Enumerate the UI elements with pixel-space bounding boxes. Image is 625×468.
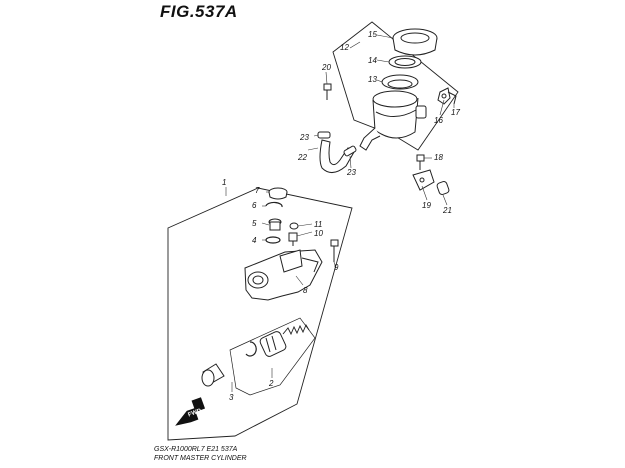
- dust-boot: [201, 363, 225, 387]
- callout-4: 4: [252, 236, 257, 245]
- callout-3: 3: [229, 393, 234, 402]
- callout-14: 14: [368, 56, 377, 65]
- master-cylinder-group-frame: [167, 187, 353, 441]
- primary-cup: [259, 331, 287, 357]
- o-ring: [265, 236, 281, 244]
- fwd-label: FWD: [187, 408, 203, 419]
- master-cylinder-body: [244, 249, 323, 301]
- figure-title: FIG.537A: [160, 2, 238, 21]
- callout-5: 5: [252, 219, 257, 228]
- collar: [436, 180, 450, 196]
- circlip-6: [265, 201, 283, 208]
- bleeder-cap: [289, 222, 299, 230]
- hose-clamp-upper: [317, 131, 331, 139]
- callout-16: 16: [434, 116, 443, 125]
- leader-lines: [225, 34, 455, 392]
- reservoir-bracket: [437, 87, 451, 105]
- callout-19: 19: [422, 201, 431, 210]
- pivot-bolt: [268, 187, 288, 200]
- bolt-18: [416, 154, 425, 170]
- callout-22: 22: [297, 153, 307, 162]
- figure-subtitle: FRONT MASTER CYLINDER: [154, 455, 247, 462]
- callout-17: 17: [451, 108, 460, 117]
- bolt-20: [323, 83, 332, 100]
- callout-21: 21: [442, 206, 452, 215]
- callout-2: 2: [268, 379, 274, 388]
- callout-20: 20: [321, 63, 331, 72]
- callout-7: 7: [255, 186, 260, 195]
- callout-12: 12: [340, 43, 349, 52]
- callout-9: 9: [334, 263, 339, 272]
- callout-1: 1: [222, 178, 226, 187]
- circlip-3: [245, 341, 257, 357]
- callout-11: 11: [314, 220, 322, 229]
- connector: [268, 218, 282, 231]
- lower-bracket: [412, 169, 435, 191]
- diaphragm-plate: [388, 55, 422, 69]
- callout-8: 8: [303, 286, 308, 295]
- bleeder-screw: [288, 232, 298, 246]
- callout-6: 6: [252, 201, 257, 210]
- reservoir-hose: [319, 139, 355, 173]
- callout-23-lower: 23: [346, 168, 356, 177]
- piston-spring: [282, 324, 310, 336]
- callout-13: 13: [368, 75, 377, 84]
- callout-labels: 15 12 14 13 20 17 16 18 19 21 23 22 23 1…: [222, 30, 460, 402]
- bolt-9: [330, 239, 339, 262]
- reservoir-cap: [392, 28, 438, 56]
- reservoir-group-frame: [332, 21, 459, 151]
- callout-15: 15: [368, 30, 377, 39]
- model-line: GSX-R1000RL7 E21 537A: [154, 446, 238, 453]
- callout-10: 10: [314, 229, 323, 238]
- callout-18: 18: [434, 153, 443, 162]
- piston-set-frame: [229, 317, 316, 396]
- callout-23-upper: 23: [299, 133, 309, 142]
- diaphragm: [381, 74, 419, 90]
- hose-clamp-lower: [343, 145, 357, 157]
- fwd-arrow: FWD: [175, 397, 206, 426]
- reservoir-tank: [359, 90, 427, 151]
- clip: [447, 91, 457, 105]
